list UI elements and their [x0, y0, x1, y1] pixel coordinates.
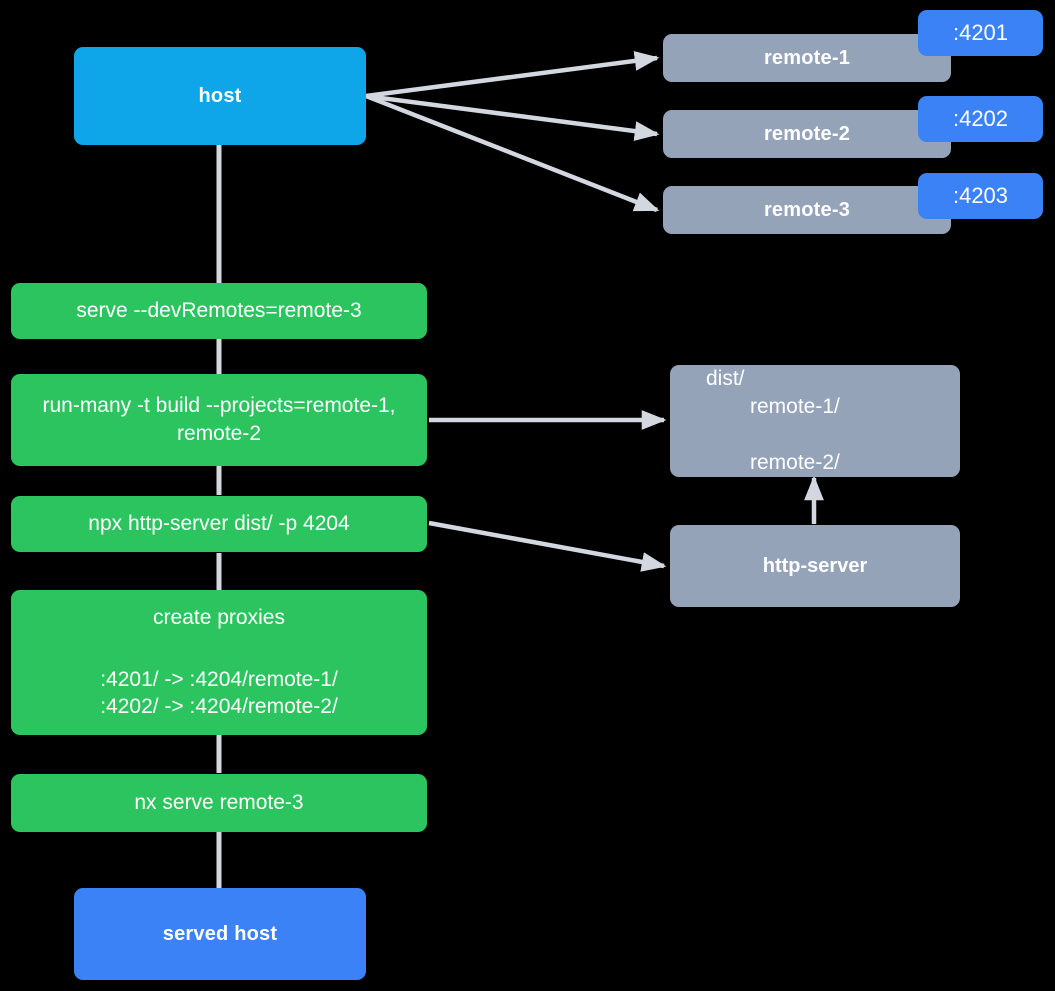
- node-host[interactable]: host: [74, 47, 366, 145]
- node-remote-1[interactable]: remote-1: [663, 34, 951, 82]
- badge-remote-2-port: :4202: [918, 96, 1043, 142]
- node-command-nx-serve-label: nx serve remote-3: [134, 791, 304, 815]
- node-http-server-label: http-server: [762, 554, 868, 577]
- node-remote-3-label: remote-3: [763, 198, 851, 221]
- node-http-server[interactable]: http-server: [670, 525, 960, 607]
- node-host-label: host: [198, 84, 242, 107]
- edge-host-to-remote-3: [365, 93, 660, 213]
- node-command-create-proxies[interactable]: create proxies :4201/ -> :4204/remote-1/…: [11, 590, 427, 735]
- node-served-host[interactable]: served host: [74, 888, 366, 980]
- node-remote-2-label: remote-2: [763, 122, 851, 145]
- badge-remote-1-port-label: :4201: [952, 20, 1009, 45]
- badge-remote-1-port: :4201: [918, 10, 1043, 56]
- node-command-serve-label: serve --devRemotes=remote-3: [76, 299, 362, 323]
- node-remote-2[interactable]: remote-2: [663, 110, 951, 158]
- badge-remote-3-port-label: :4203: [952, 183, 1009, 208]
- node-served-host-label: served host: [162, 922, 278, 945]
- badge-remote-3-port: :4203: [918, 173, 1043, 219]
- node-create-proxies-title: create proxies: [153, 605, 285, 629]
- edge-host-to-remote-1: [365, 51, 660, 99]
- node-command-run-many[interactable]: run-many -t build --projects=remote-1, r…: [11, 374, 427, 466]
- node-command-http-server[interactable]: npx http-server dist/ -p 4204: [11, 496, 427, 552]
- edge-host-to-remote-2: [365, 93, 660, 141]
- node-create-proxies-line-1: :4201/ -> :4204/remote-1/: [100, 667, 338, 691]
- node-remote-3[interactable]: remote-3: [663, 186, 951, 234]
- node-command-run-many-label: run-many -t build --projects=remote-1, r…: [42, 394, 396, 445]
- node-command-serve[interactable]: serve --devRemotes=remote-3: [11, 283, 427, 339]
- node-command-http-server-label: npx http-server dist/ -p 4204: [88, 512, 350, 536]
- node-dist-body: dist/ remote-1/ remote-2/: [682, 337, 948, 505]
- node-dist[interactable]: dist/ remote-1/ remote-2/: [670, 365, 960, 477]
- node-dist-child-remote-1: remote-1/: [750, 395, 840, 419]
- node-create-proxies-line-2: :4202/ -> :4204/remote-2/: [100, 695, 338, 719]
- node-dist-child-remote-2: remote-2/: [750, 450, 840, 474]
- badge-remote-2-port-label: :4202: [952, 106, 1009, 131]
- node-command-nx-serve[interactable]: nx serve remote-3: [11, 774, 427, 832]
- edge-npx-to-httpserver: [428, 520, 667, 572]
- node-dist-root: dist/: [706, 367, 745, 391]
- node-remote-1-label: remote-1: [763, 46, 851, 69]
